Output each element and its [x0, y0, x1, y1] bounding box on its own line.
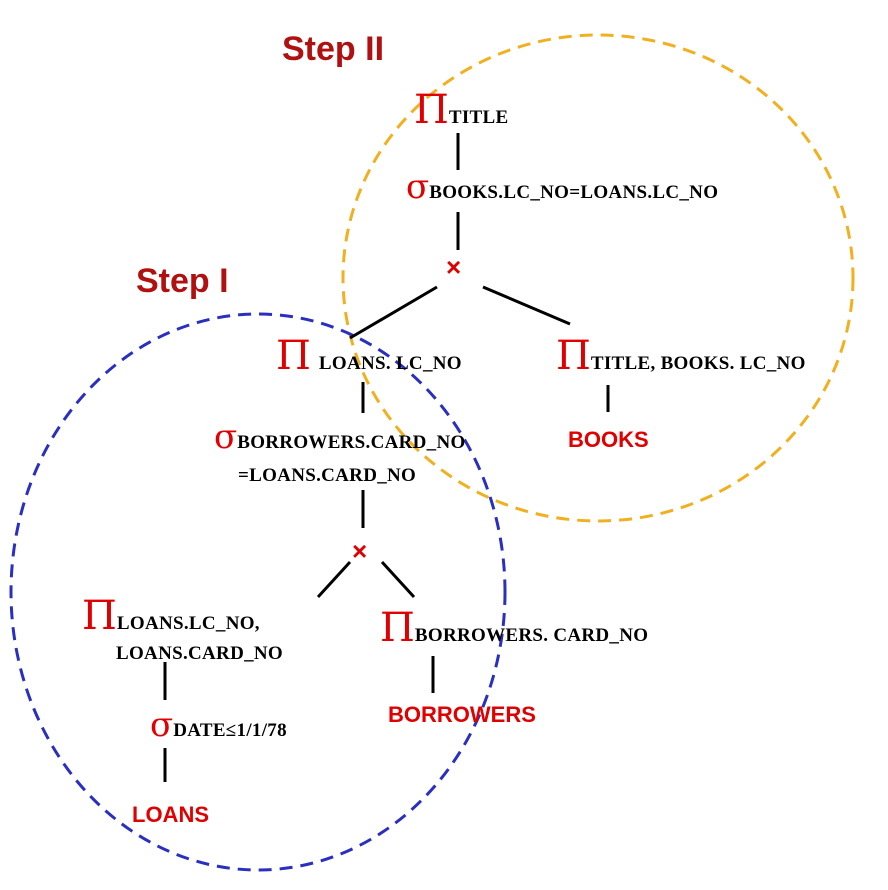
selection-symbol: σ — [214, 417, 238, 457]
projection-title-books-node: ΠTITLE, BOOKS. LC_NO — [556, 336, 806, 376]
relation-books: BOOKS — [568, 427, 649, 452]
edge-cross-top-to-pi-title — [482, 285, 571, 326]
projection-symbol: Π — [414, 87, 449, 133]
step1-label: Step I — [136, 262, 229, 300]
projection-title-books-attrs: TITLE, BOOKS. LC_NO — [590, 353, 806, 374]
selection-date-node: σDATE≤1/1/78 — [150, 708, 287, 742]
projection-symbol: Π — [556, 333, 591, 379]
projection-loans-lcno-attrs: LOANS. LC_NO — [318, 353, 462, 374]
projection-title-node: ΠTITLE — [414, 90, 508, 130]
projection-borrowers-node: ΠBORROWERS. CARD_NO — [380, 608, 648, 648]
edge-cross-to-pi-borrowers — [380, 560, 416, 599]
cross-product-top: × — [446, 252, 462, 282]
step2-ellipse — [341, 33, 855, 523]
projection-loans-node: ΠLOANS.LC_NO, — [82, 596, 260, 636]
cross-product-middle: × — [352, 536, 368, 566]
projection-title-attrs: TITLE — [448, 107, 509, 128]
edge-cross-to-pi-loans2 — [316, 560, 352, 599]
selection-date-condition: DATE≤1/1/78 — [173, 720, 287, 741]
projection-loans-attrs-line2: LOANS.CARD_NO — [116, 643, 283, 664]
projection-symbol: Π — [276, 333, 311, 379]
step1-ellipse — [9, 312, 507, 872]
step2-label: Step II — [282, 30, 385, 68]
selection-symbol: σ — [406, 167, 430, 207]
edge-cross-top-to-pi-loans — [349, 285, 438, 340]
selection-books-loans-condition: BOOKS.LC_NO=LOANS.LC_NO — [429, 182, 719, 203]
selection-borrowers-condition-line1: BORROWERS.CARD_NO — [237, 432, 466, 453]
projection-loans-lcno-node: Π LOANS. LC_NO — [276, 336, 462, 376]
selection-borrowers-condition-line2: =LOANS.CARD_NO — [238, 465, 417, 486]
selection-books-loans-node: σBOOKS.LC_NO=LOANS.LC_NO — [406, 170, 718, 204]
projection-borrowers-attrs: BORROWERS. CARD_NO — [414, 625, 649, 646]
projection-symbol: Π — [82, 593, 117, 639]
projection-loans-attrs-line1: LOANS.LC_NO, — [116, 613, 260, 634]
relation-loans: LOANS — [132, 802, 209, 827]
selection-borrowers-node: σBORROWERS.CARD_NO — [214, 420, 466, 454]
relation-borrowers: BORROWERS — [388, 702, 536, 727]
selection-symbol: σ — [150, 705, 174, 745]
projection-symbol: Π — [380, 605, 415, 651]
